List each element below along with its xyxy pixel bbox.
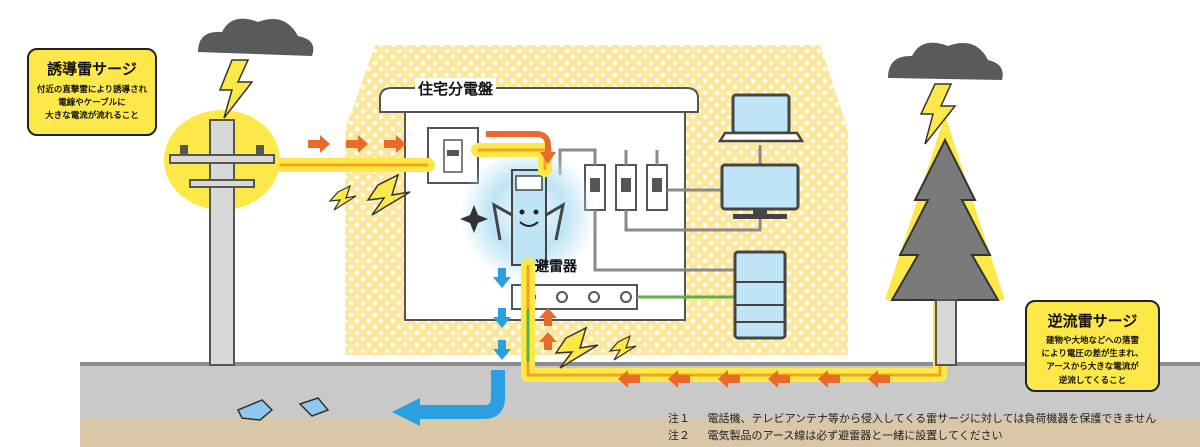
- branch-breakers: [584, 164, 668, 211]
- induced-surge-callout: 誘導雷サージ 付近の直撃雷により誘導され 電線やケーブルに 大きな電流が流れるこ…: [27, 48, 157, 136]
- footnote-text: 電話機、テレビアンテナ等から侵入してくる雷サージに対しては負荷機器を保護できませ…: [707, 412, 1157, 425]
- arrester-label: 避雷器: [535, 259, 577, 275]
- footnote-mark: 注２: [668, 429, 690, 442]
- refrigerator-icon: [733, 250, 787, 340]
- soil-layer: [80, 417, 1200, 447]
- induced-surge-line: 大きな電流が流れること: [45, 111, 139, 122]
- footnote-1: 注１ 電話機、テレビアンテナ等から侵入してくる雷サージに対しては負荷機器を保護で…: [668, 410, 1156, 426]
- monitor-icon: [720, 163, 800, 219]
- storm-cloud-icon-left: [198, 18, 314, 119]
- induced-surge-line: 付近の直撃雷により誘導され: [36, 85, 148, 95]
- laptop-icon: [717, 93, 805, 143]
- surge-arrester-icon: [460, 147, 596, 283]
- footnote-text: 電気製品のアース線は必ず避雷器と一緒に設置してください: [707, 429, 1003, 442]
- utility-pole-icon: [164, 110, 280, 366]
- sparkle-icon: [460, 205, 488, 233]
- panel-entry-arrow: [486, 131, 551, 154]
- reverse-surge-callout: 逆流雷サージ 建物や大地などへの落雷 により電圧の差が生まれ、 アースから大きな…: [1025, 300, 1160, 392]
- tree-icon: [885, 115, 1005, 366]
- panel-label: 住宅分電盤: [415, 78, 497, 99]
- reverse-surge-line: 逆流してくること: [1058, 375, 1127, 386]
- reverse-surge-arrows: [539, 308, 890, 388]
- surge-creature-icon: [608, 334, 637, 361]
- reverse-surge-line: 建物や大地などへの落雷: [1045, 336, 1140, 346]
- reverse-surge-line: アースから大きな電流が: [1046, 362, 1139, 373]
- induced-surge-arrows: [308, 135, 406, 153]
- storm-cloud-icon-right: [888, 42, 1003, 145]
- reverse-surge-title: 逆流雷サージ: [1047, 312, 1138, 330]
- discharge-arrows: [493, 268, 511, 360]
- surge-creature-icon: [554, 326, 599, 369]
- induced-surge-line: 電線やケーブルに: [58, 98, 126, 109]
- induced-surge-title: 誘導雷サージ: [47, 60, 137, 78]
- footnote-mark: 注１: [668, 412, 690, 425]
- earth-discharge-arrow: [418, 370, 505, 419]
- surge-creature-icon: [366, 173, 411, 216]
- spent-surge-icon: [236, 397, 330, 421]
- surge-creature-icon: [328, 184, 357, 211]
- footnote-2: 注２ 電気製品のアース線は必ず避雷器と一緒に設置してください: [668, 427, 1003, 443]
- main-breaker-icon: [427, 127, 479, 184]
- reverse-surge-line: により電圧の差が生まれ、: [1041, 349, 1144, 360]
